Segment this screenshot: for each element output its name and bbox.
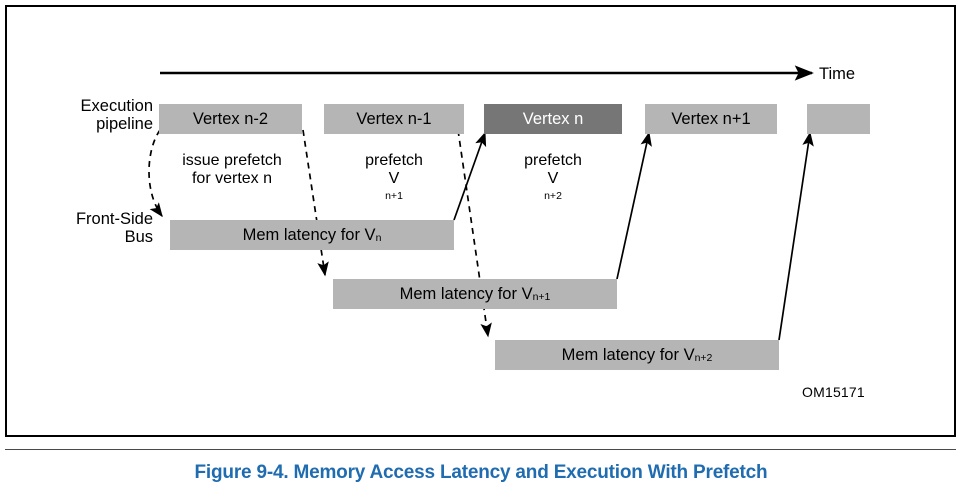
annotation-prefetch-v-n-plus-2-subscript: n+2 [544,189,562,202]
execution-box-vertex-n-minus-2-label: Vertex n-2 [192,109,269,128]
memory-bar-vertex-n-label: Mem latency for V [242,225,376,244]
annotation-issue-prefetch-line2: for vertex n [191,169,273,187]
figure-frame: Time Execution pipeline Front-Side Bus V… [5,5,956,437]
figure-caption: Figure 9-4. Memory Access Latency and Ex… [194,462,768,483]
execution-box-vertex-n-minus-1-label: Vertex n-1 [356,109,432,128]
memory-bar-vertex-n-plus-1-subscript: n+1 [532,291,551,303]
execution-box-vertex-n-minus-1[interactable]: Vertex n-1 [324,104,464,134]
execution-box-vertex-n-plus-1[interactable]: Vertex n+1 [645,104,777,134]
execution-box-vertex-n-label: Vertex n [522,109,584,128]
memory-bar-vertex-n-plus-2-label: Mem latency for V [561,345,695,364]
lane-label-execution-pipeline: Execution pipeline [7,97,153,134]
annotation-prefetch-v-n-plus-1-var: V [388,169,400,187]
annotation-prefetch-v-n-plus-2-line1: prefetch [524,152,582,169]
diagram-canvas: Time Execution pipeline Front-Side Bus V… [7,7,958,439]
annotation-issue-prefetch-line1: issue prefetch [182,152,282,169]
lane-label-front-side-bus: Front-Side Bus [7,210,153,247]
annotation-prefetch-v-n-plus-1-subscript: n+1 [385,189,403,202]
dashed-arrow-prefetch-n1 [302,129,329,277]
execution-box-vertex-n-plus-1-label: Vertex n+1 [671,109,751,128]
lane-label-execution-pipeline-line2: pipeline [96,115,153,134]
memory-bar-vertex-n-subscript: n [375,232,382,244]
execution-box-vertex-n[interactable]: Vertex n [484,104,622,134]
execution-box-next-empty[interactable] [807,104,870,134]
time-axis-label: Time [819,65,856,83]
annotation-prefetch-v-n-plus-2-var: V [547,169,559,187]
lane-label-execution-pipeline-line1: Execution [80,97,153,115]
caption-divider [5,449,956,450]
lane-label-front-side-bus-line1: Front-Side [75,210,153,228]
annotation-prefetch-v-n-plus-1-line1: prefetch [365,152,423,169]
memory-bar-vertex-n-plus-1-label: Mem latency for V [399,284,533,303]
lane-label-front-side-bus-line2: Bus [124,228,153,247]
execution-box-vertex-n-minus-2[interactable]: Vertex n-2 [159,104,302,134]
annotation-issue-prefetch-for-vertex-n: issue prefetch for vertex n [162,152,302,188]
solid-arrow-vn2-data-ready [778,131,814,341]
memory-bar-vertex-n-plus-2-subscript: n+2 [694,352,713,364]
figure-code: OM15171 [802,384,865,400]
dashed-arrow-issue-prefetch-n [148,129,163,218]
